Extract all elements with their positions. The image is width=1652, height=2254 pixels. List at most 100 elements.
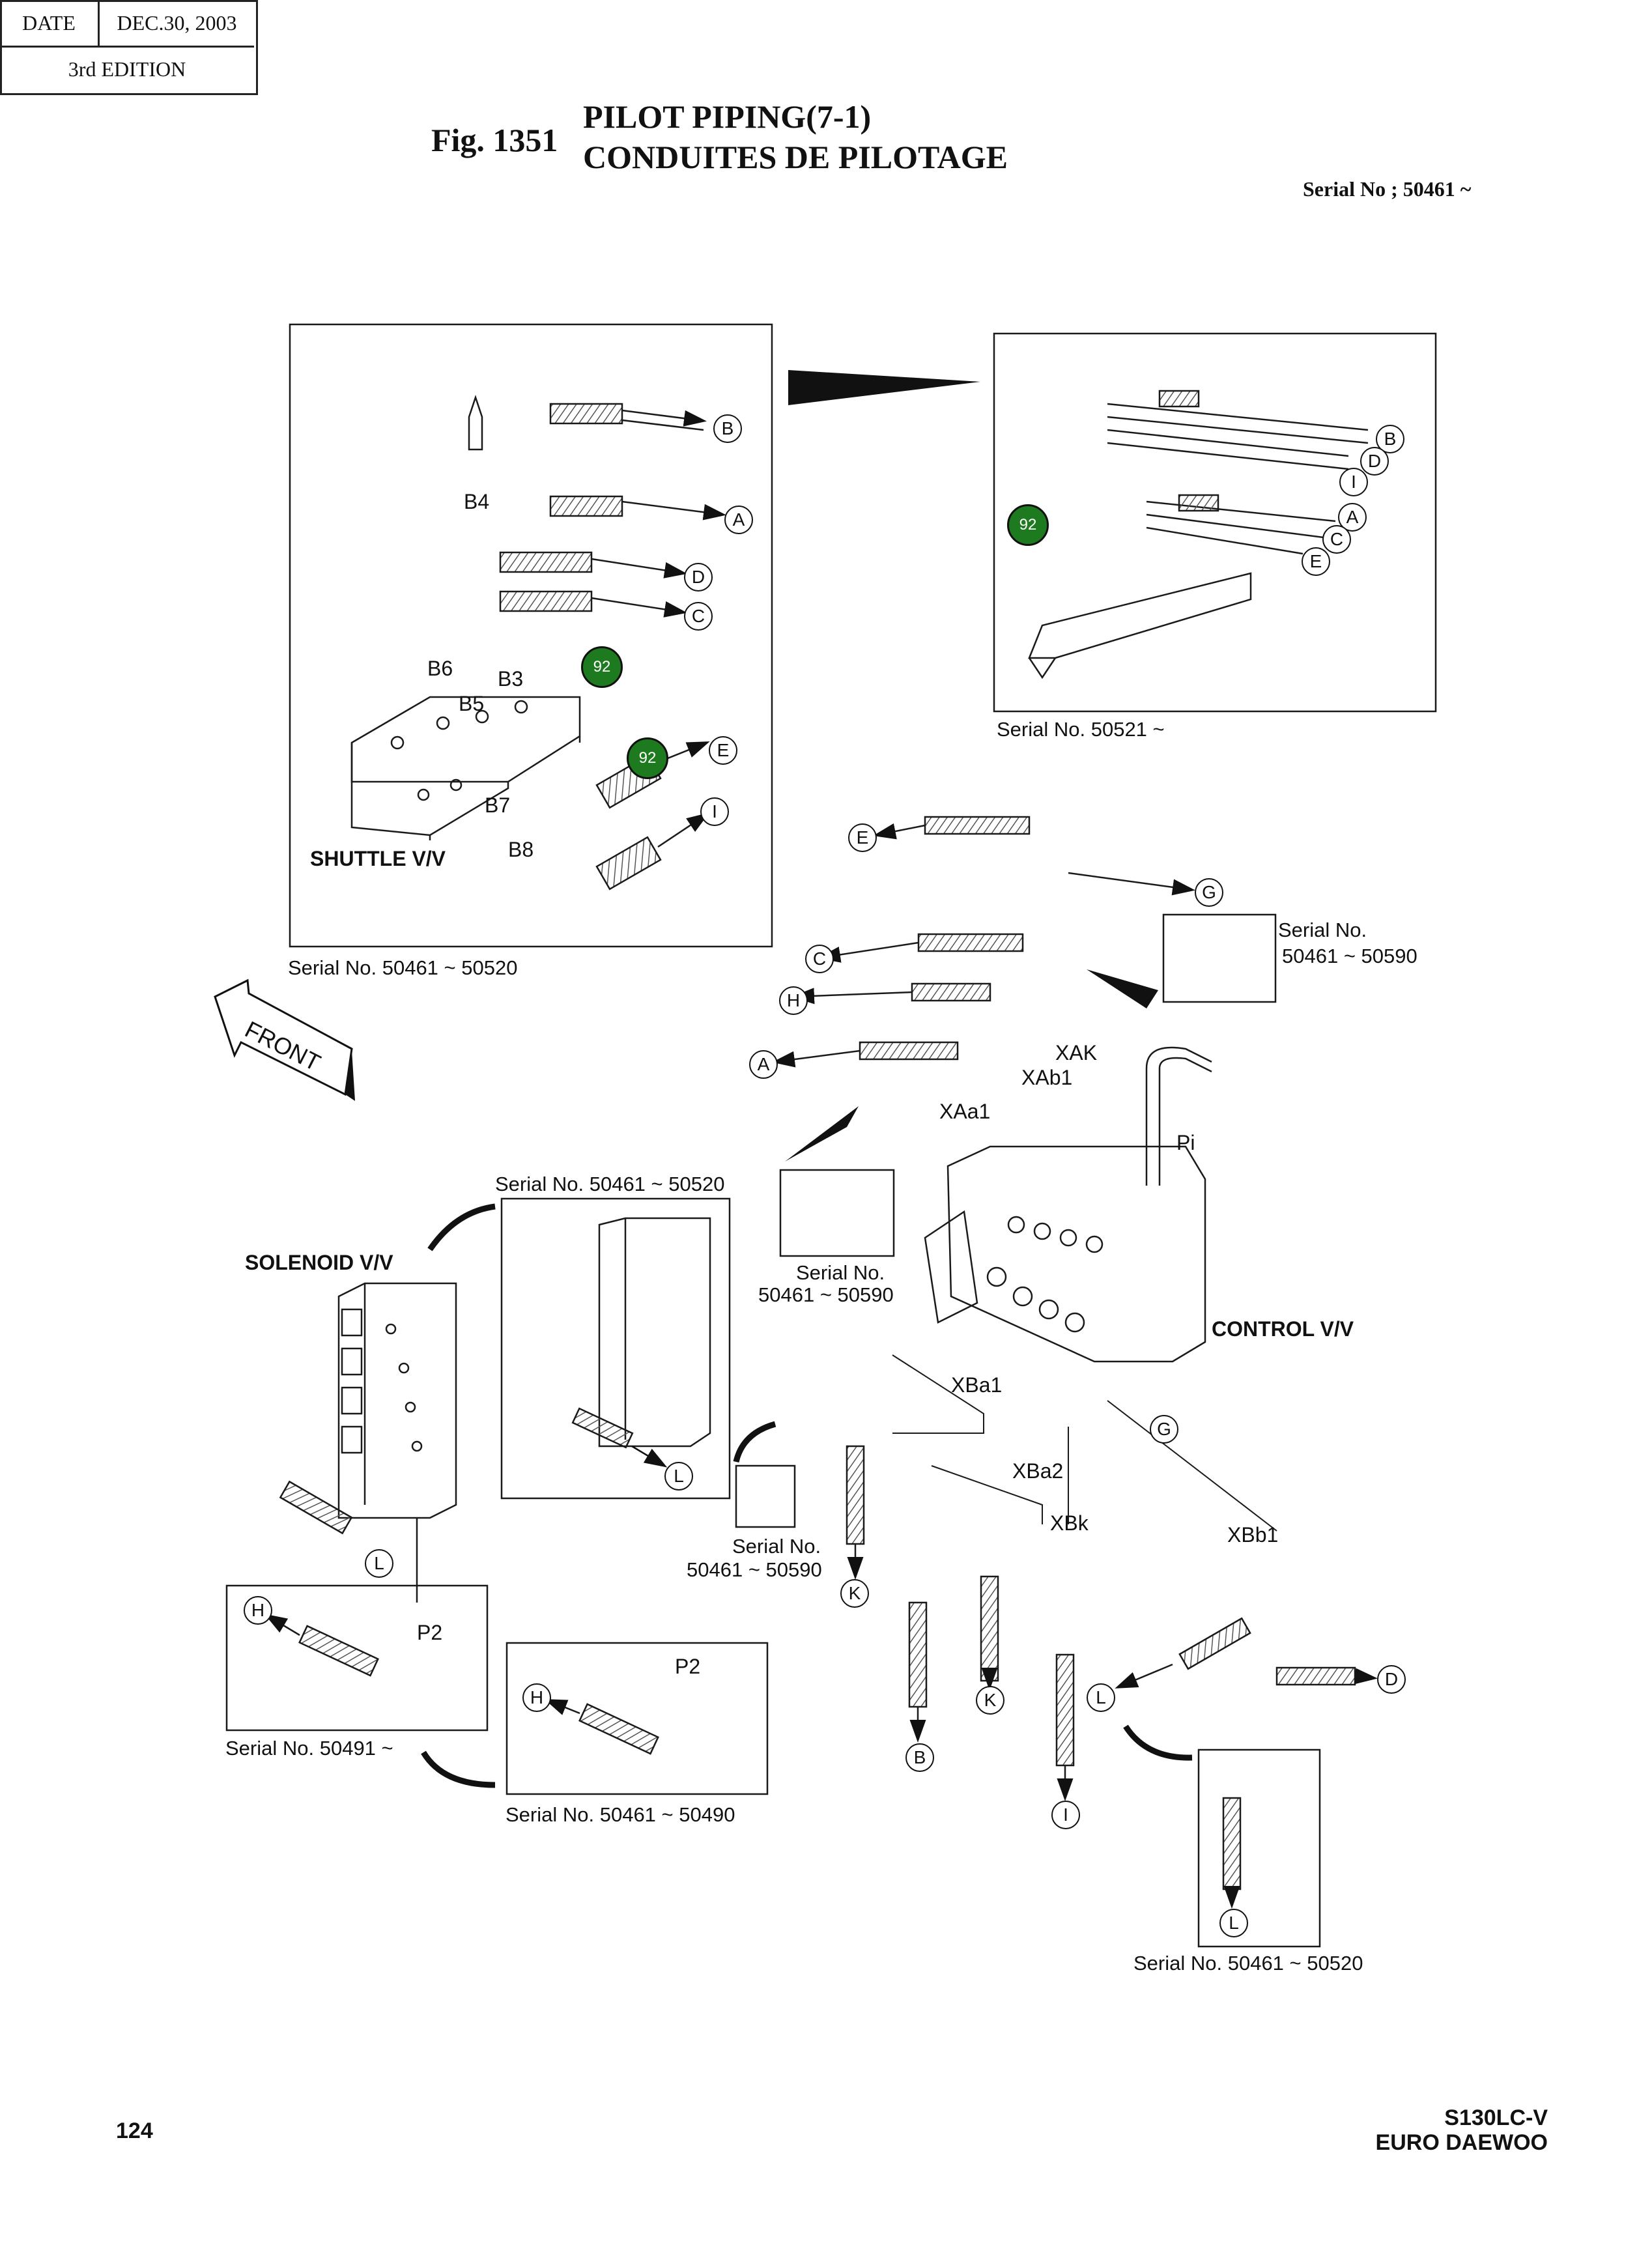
port-xbb1: XBb1: [1227, 1523, 1279, 1547]
part-92-callout-3: 92: [1007, 504, 1049, 546]
callout-l: L: [1087, 1683, 1115, 1712]
port-b4: B4: [464, 490, 490, 513]
port-pi: Pi: [1176, 1131, 1195, 1154]
serial-h-box1: Serial No. 50491 ~: [225, 1737, 393, 1760]
port-b5: B5: [459, 692, 485, 715]
port-b6: B6: [427, 657, 453, 680]
serial-mid-box-label: Serial No.: [796, 1261, 885, 1284]
fig-number: Fig. 1351: [431, 122, 558, 158]
callout-e: E: [709, 736, 737, 765]
callout-h: H: [779, 986, 808, 1015]
serial-header: Serial No ; 50461 ~: [1303, 177, 1472, 201]
port-p2: P2: [417, 1621, 443, 1644]
part-92-callout-1: 92: [581, 646, 623, 688]
port-xak: XAK: [1055, 1041, 1098, 1064]
callout-c: C: [684, 602, 713, 631]
callout-h: H: [522, 1683, 551, 1712]
solenoid-valve-label: SOLENOID V/V: [245, 1251, 393, 1274]
h-detail-hoses: [264, 1614, 659, 1755]
port-xab1: XAb1: [1021, 1066, 1073, 1089]
callout-b: B: [905, 1743, 934, 1772]
date-value: DEC.30, 2003: [117, 10, 237, 35]
curve-arrow-h: [421, 1750, 496, 1788]
l-detail-hose: [1222, 1797, 1242, 1909]
shuttle-valve-block: [350, 696, 581, 840]
page-number: 124: [116, 2118, 153, 2143]
port-xba2: XBa2: [1012, 1459, 1064, 1483]
serial-small-box-range: 50461 ~ 50590: [687, 1558, 822, 1581]
control-valve-label: CONTROL V/V: [1212, 1317, 1354, 1341]
port-b3: B3: [498, 667, 524, 691]
callout-i: I: [1051, 1801, 1080, 1829]
front-arrow-shape: [214, 978, 355, 1101]
callout-e: E: [1302, 547, 1330, 576]
control-hoses: [772, 816, 1378, 1801]
serial-h-box2: Serial No. 50461 ~ 50490: [506, 1803, 735, 1826]
brand-name: EURO DAEWOO: [1375, 2130, 1548, 2155]
curve-arrow-solenoid: [427, 1203, 496, 1251]
port-xba1: XBa1: [951, 1373, 1003, 1397]
serial-tee-box-range: 50461 ~ 50590: [1282, 945, 1417, 967]
callout-l: L: [365, 1549, 393, 1578]
solenoid-detail-valve: [571, 1217, 711, 1468]
shuttle-detail-box: [289, 323, 773, 948]
serial-small-box-label: Serial No.: [732, 1535, 821, 1558]
solenoid-detail-box: [500, 1197, 731, 1500]
h-detail-box2: [506, 1642, 769, 1795]
callout-i: I: [1339, 468, 1368, 496]
date-label: DATE: [0, 0, 100, 46]
edition-label: 3rd EDITION: [68, 57, 186, 81]
pointer-wedge-top: [788, 370, 980, 405]
callout-k: K: [976, 1686, 1004, 1715]
callout-d: D: [684, 563, 713, 592]
title-en: PILOT PIPING(7-1): [583, 98, 872, 135]
h-detail-box1: [225, 1584, 489, 1732]
serial-l-box: Serial No. 50461 ~ 50520: [1133, 1952, 1363, 1975]
port-xaa1: XAa1: [939, 1100, 991, 1123]
model-name: S130LC-V: [1444, 2105, 1548, 2130]
callout-d: D: [1360, 447, 1389, 476]
callout-k: K: [840, 1579, 869, 1608]
tee-detail-box: [1162, 913, 1277, 1003]
serial-mid-box-range: 50461 ~ 50590: [758, 1283, 894, 1306]
callout-h: H: [244, 1596, 272, 1625]
mid-detail-box: [779, 1169, 895, 1257]
port-xbk: XBk: [1050, 1511, 1089, 1535]
shuttle-hoses: [468, 395, 726, 891]
serial-topright-box: Serial No. 50521 ~: [997, 718, 1165, 741]
serial-solenoid-box: Serial No. 50461 ~ 50520: [495, 1173, 725, 1195]
pointer-wedge-tee: [1087, 969, 1158, 1008]
topright-detail-box: [993, 332, 1437, 713]
curve-arrow-small: [733, 1421, 776, 1463]
port-b7: B7: [485, 793, 511, 817]
serial-shuttle-box: Serial No. 50461 ~ 50520: [288, 956, 518, 979]
curve-arrow-l: [1123, 1724, 1193, 1761]
title-fr: CONDUITES DE PILOTAGE: [583, 139, 1008, 175]
small-detail-box: [735, 1464, 796, 1528]
part-92-callout-2: 92: [627, 737, 668, 779]
callout-g: G: [1150, 1415, 1178, 1444]
control-valve-body: [924, 1046, 1212, 1363]
callout-a: A: [749, 1050, 778, 1079]
shuttle-valve-label: SHUTTLE V/V: [310, 847, 446, 870]
solenoid-valve: [279, 1282, 457, 1603]
callout-l: L: [1219, 1909, 1248, 1937]
topright-manifold: [1028, 390, 1369, 679]
l-detail-box: [1197, 1748, 1321, 1948]
callout-b: B: [713, 414, 742, 443]
callout-i: I: [700, 797, 729, 826]
callout-l: L: [664, 1462, 693, 1491]
callout-c: C: [805, 945, 834, 973]
callout-a: A: [724, 506, 753, 534]
serial-tee-box-label: Serial No.: [1278, 919, 1367, 941]
port-p2: P2: [675, 1655, 701, 1678]
callout-e: E: [848, 823, 877, 852]
callout-d: D: [1377, 1665, 1406, 1694]
port-b8: B8: [508, 838, 534, 861]
callout-g: G: [1195, 878, 1223, 907]
date-edition-box: DATE DEC.30, 2003 3rd EDITION: [0, 0, 258, 95]
pointer-wedge-mid: [785, 1106, 859, 1162]
port-leaders: [892, 1354, 1277, 1532]
callout-c: C: [1322, 525, 1351, 554]
